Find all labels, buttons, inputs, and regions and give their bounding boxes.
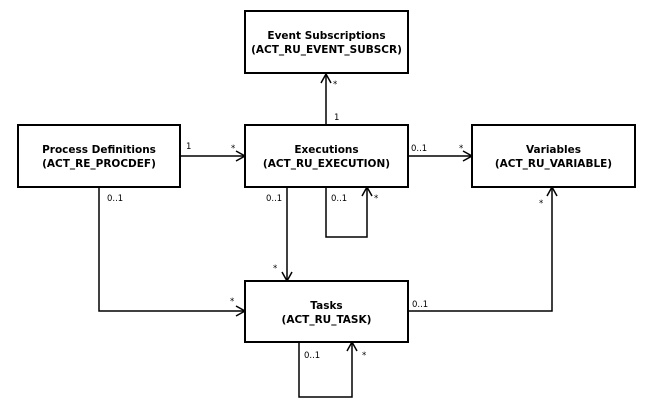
multiplicity-label: *: [539, 199, 543, 209]
multiplicity-label: 1: [186, 142, 191, 152]
entity-variables: Variables (ACT_RU_VARIABLE): [471, 124, 636, 188]
multiplicity-label: 1: [334, 113, 339, 123]
multiplicity-label: 0..1: [411, 144, 427, 154]
entity-table: (ACT_RE_PROCDEF): [42, 158, 156, 170]
multiplicity-label: *: [459, 144, 463, 154]
edge-procdef-to-task: [98, 187, 247, 317]
multiplicity-label: *: [374, 194, 378, 204]
entity-name: Executions: [294, 144, 358, 156]
multiplicity-label: *: [333, 80, 337, 90]
entity-tasks: Tasks (ACT_RU_TASK): [244, 280, 409, 343]
multiplicity-label: 0..1: [107, 194, 123, 204]
entity-name: Variables: [526, 144, 581, 156]
entity-name: Event Subscriptions: [267, 30, 385, 42]
multiplicity-label: 0..1: [412, 300, 428, 310]
multiplicity-label: 0..1: [304, 351, 320, 361]
entity-executions: Executions (ACT_RU_EXECUTION): [244, 124, 409, 188]
multiplicity-label: *: [231, 144, 235, 154]
multiplicity-label: *: [230, 297, 234, 307]
entity-process-definitions: Process Definitions (ACT_RE_PROCDEF): [17, 124, 181, 188]
multiplicity-label: *: [362, 351, 366, 361]
entity-name: Tasks: [310, 300, 342, 312]
entity-name: Process Definitions: [42, 144, 156, 156]
entity-event-subscriptions: Event Subscriptions (ACT_RU_EVENT_SUBSCR…: [244, 10, 409, 74]
multiplicity-label: 0..1: [266, 194, 282, 204]
multiplicity-label: *: [273, 264, 277, 274]
entity-table: (ACT_RU_VARIABLE): [495, 158, 612, 170]
entity-table: (ACT_RU_TASK): [282, 314, 372, 326]
entity-table: (ACT_RU_EVENT_SUBSCR): [251, 44, 402, 56]
multiplicity-label: 0..1: [331, 194, 347, 204]
edge-execution-to-event-subscription: [320, 72, 332, 125]
edge-execution-to-task: [281, 187, 293, 283]
edge-task-to-variable: [408, 185, 558, 312]
entity-table: (ACT_RU_EXECUTION): [263, 158, 390, 170]
edge-procdef-to-execution: [180, 150, 247, 162]
